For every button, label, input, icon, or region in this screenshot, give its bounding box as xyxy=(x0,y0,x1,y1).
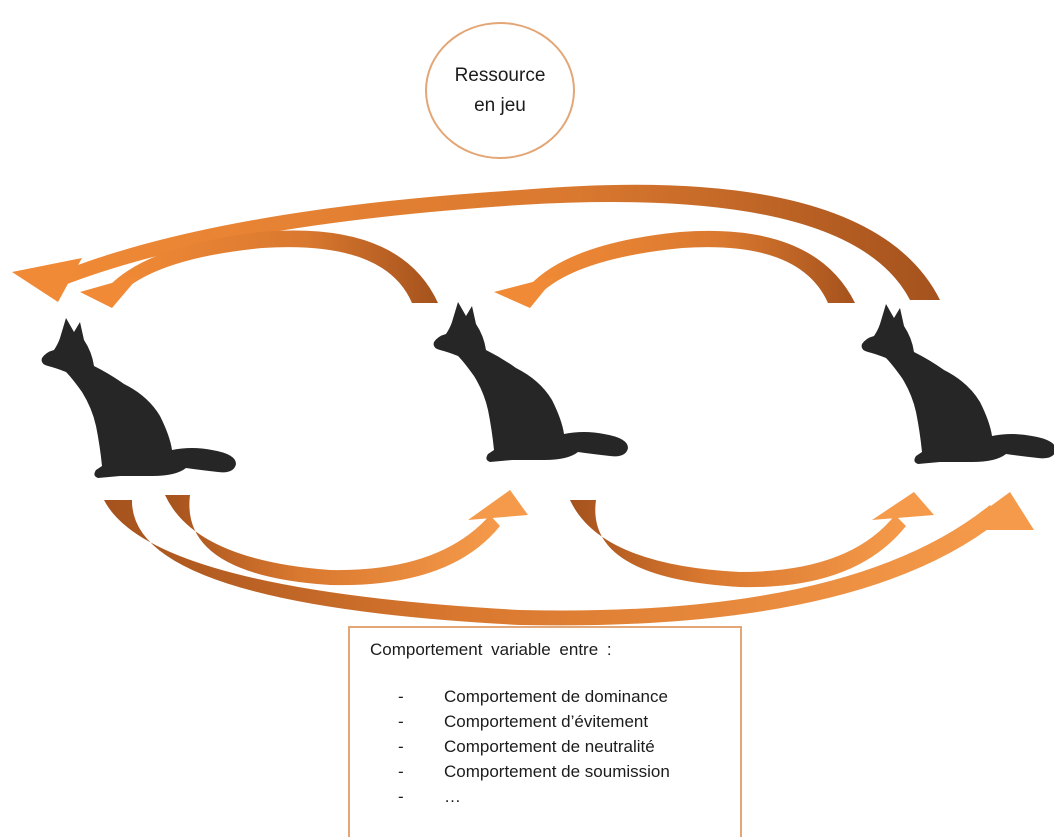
arrow-bottom-left xyxy=(165,490,528,586)
behavior-item-avoidance: Comportement d’évitement xyxy=(444,712,649,731)
bullet-dash: - xyxy=(398,687,404,706)
wolf-middle xyxy=(433,302,628,462)
bullet-dash: - xyxy=(398,787,404,806)
wolf-left xyxy=(41,318,236,478)
arrow-top-outer xyxy=(12,184,940,302)
arrow-bottom-right xyxy=(570,492,934,588)
behavior-box: Comportement variable entre : - Comportem… xyxy=(348,626,742,837)
bullet-dash: - xyxy=(398,737,404,756)
behavior-title: Comportement variable entre : xyxy=(370,640,612,659)
wolf-right xyxy=(861,304,1054,464)
list-item: - Comportement de neutralité xyxy=(398,734,670,759)
list-item: - Comportement d’évitement xyxy=(398,709,670,734)
resource-label-line1: Ressource xyxy=(454,64,546,86)
list-item: - Comportement de soumission xyxy=(398,759,670,784)
resource-circle: Ressource en jeu xyxy=(425,22,575,159)
behavior-item-submission: Comportement de soumission xyxy=(444,762,670,781)
resource-label-line2: en jeu xyxy=(474,94,526,116)
bullet-dash: - xyxy=(398,762,404,781)
list-item: -… xyxy=(398,784,670,809)
behavior-item-dominance: Comportement de dominance xyxy=(444,687,668,706)
list-item: - Comportement de dominance xyxy=(398,684,670,709)
behavior-item-neutrality: Comportement de neutralité xyxy=(444,737,655,756)
bullet-dash: - xyxy=(398,712,404,731)
arrow-top-left xyxy=(80,230,438,308)
arrow-bottom-outer xyxy=(104,492,1034,626)
arrow-top-right xyxy=(494,230,855,308)
behavior-list: - Comportement de dominance - Comportement… xyxy=(398,684,670,809)
behavior-item-ellipsis: … xyxy=(444,787,461,806)
